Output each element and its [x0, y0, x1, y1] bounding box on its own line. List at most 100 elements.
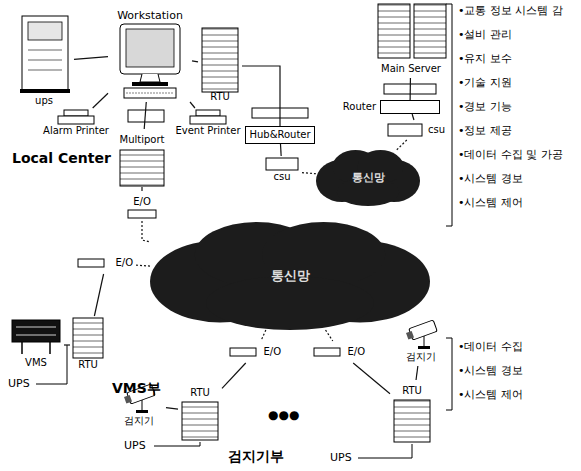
- node-label: ups: [35, 95, 53, 107]
- vms-sign: [12, 320, 60, 354]
- equipment-node: Alarm Printer: [39, 108, 113, 140]
- caption-text: UPS: [124, 439, 146, 452]
- node-label: RTU: [402, 385, 422, 397]
- equipment-node: Main Server: [372, 2, 450, 78]
- connector-line: [142, 221, 150, 242]
- equipment-node: RTU: [70, 316, 106, 374]
- network-cloud: 통신망: [316, 150, 420, 206]
- equipment-node: E/O: [312, 341, 368, 363]
- connector-line: [397, 140, 407, 150]
- caption-text: ●●●: [268, 408, 299, 422]
- csu-device: [266, 158, 298, 170]
- node-label: E/O: [347, 346, 365, 358]
- connector-line: [416, 366, 418, 380]
- power-wire: [154, 442, 200, 446]
- bracket: [446, 4, 452, 226]
- device-box: Router: [380, 100, 440, 114]
- connector-line: [64, 344, 70, 345]
- rtu-rack: [73, 318, 103, 358]
- equipment-node: csu: [386, 120, 448, 140]
- connector-line: [302, 173, 316, 174]
- connector-line: [353, 363, 390, 394]
- caption-text: •시스템 제어: [458, 196, 523, 209]
- cloud-puff: [262, 222, 385, 287]
- equipment-node: RTU: [198, 26, 242, 106]
- printer-icon: [58, 110, 94, 124]
- node-label: Event Printer: [175, 125, 240, 137]
- caption-text: UPS: [330, 451, 352, 464]
- camera-icon: [406, 320, 437, 349]
- connector-line: [412, 114, 414, 120]
- node-label: Main Server: [381, 63, 441, 75]
- connector-line: [280, 144, 282, 156]
- equipment-node: VMS: [8, 318, 64, 372]
- equipment-node: Event Printer: [171, 108, 245, 140]
- ups-cabinet: [20, 16, 70, 93]
- node-label: 검지기: [406, 351, 436, 363]
- caption-text: •유지 보수: [458, 52, 512, 65]
- equipment-node: 검지기: [396, 316, 446, 366]
- node-label: Alarm Printer: [43, 125, 109, 137]
- connector-line: [190, 102, 195, 108]
- node-label: csu: [273, 171, 290, 183]
- connector-line: [94, 274, 103, 316]
- caption-text: •시스템 경보: [458, 364, 523, 377]
- connector-line: [326, 330, 333, 341]
- caption-text: •설비 관리: [458, 28, 512, 41]
- node-label: E/O: [133, 196, 151, 208]
- caption-text: VMS부: [112, 380, 161, 397]
- power-wire: [358, 444, 412, 458]
- equipment-node: ups: [14, 14, 74, 110]
- node-label: Hub&Router: [249, 129, 310, 141]
- node-label: RTU: [210, 91, 230, 103]
- server-icon: [378, 4, 446, 58]
- connector-line: [410, 78, 412, 100]
- node-label: VMS: [25, 357, 47, 369]
- equipment-node: E/O: [228, 341, 284, 363]
- equipment-node: RTU: [178, 382, 222, 442]
- connector-line: [144, 102, 146, 129]
- caption-text: UPS: [8, 377, 30, 390]
- node-label: RTU: [78, 359, 98, 371]
- node-label: E/O: [263, 346, 281, 358]
- caption-text: •데이터 수집 및 가공: [458, 148, 563, 161]
- rtu-rack: [202, 28, 238, 92]
- caption-text: •교통 정보 시스템 감: [458, 4, 563, 17]
- node-label: csu: [428, 124, 445, 136]
- connector-line: [166, 408, 178, 410]
- connector-line: [136, 265, 150, 267]
- caption-text: •시스템 제어: [458, 388, 523, 401]
- equipment-node: E/O: [76, 252, 136, 274]
- caption-text: 검지기부: [228, 448, 284, 465]
- equipment-node: csu: [262, 156, 302, 186]
- connector-line: [141, 187, 142, 191]
- node-label: 통신망: [352, 171, 385, 184]
- printer-icon: [190, 110, 226, 124]
- node-label: Workstation: [117, 9, 183, 22]
- eo-device: [230, 348, 256, 356]
- equipment-node: E/O: [124, 191, 160, 221]
- caption-text: •기술 지원: [458, 76, 512, 89]
- network-cloud: 통신망: [150, 222, 430, 330]
- caption-text: Local Center: [12, 150, 111, 167]
- csu-device: [388, 124, 422, 136]
- node-label: Router: [343, 101, 376, 113]
- connector-line: [192, 61, 198, 62]
- caption-text: •정보 제공: [458, 124, 512, 137]
- eo-device: [128, 210, 156, 218]
- connector-line: [261, 330, 266, 341]
- eo-device: [78, 259, 104, 267]
- connector-line: [93, 93, 108, 108]
- caption-text: •경보 기능: [458, 100, 512, 113]
- node-label: 통신망: [271, 268, 310, 284]
- connector-line: [74, 57, 108, 60]
- multiport-rack: [120, 150, 164, 186]
- eo-device: [314, 348, 340, 356]
- node-label: RTU: [190, 387, 210, 399]
- caption-text: •시스템 경보: [458, 172, 523, 185]
- node-label: E/O: [115, 257, 133, 269]
- cloud-puff: [206, 276, 374, 330]
- node-label: 검지기: [124, 415, 154, 427]
- connector-line: [222, 363, 246, 388]
- device-box: Hub&Router: [245, 126, 315, 144]
